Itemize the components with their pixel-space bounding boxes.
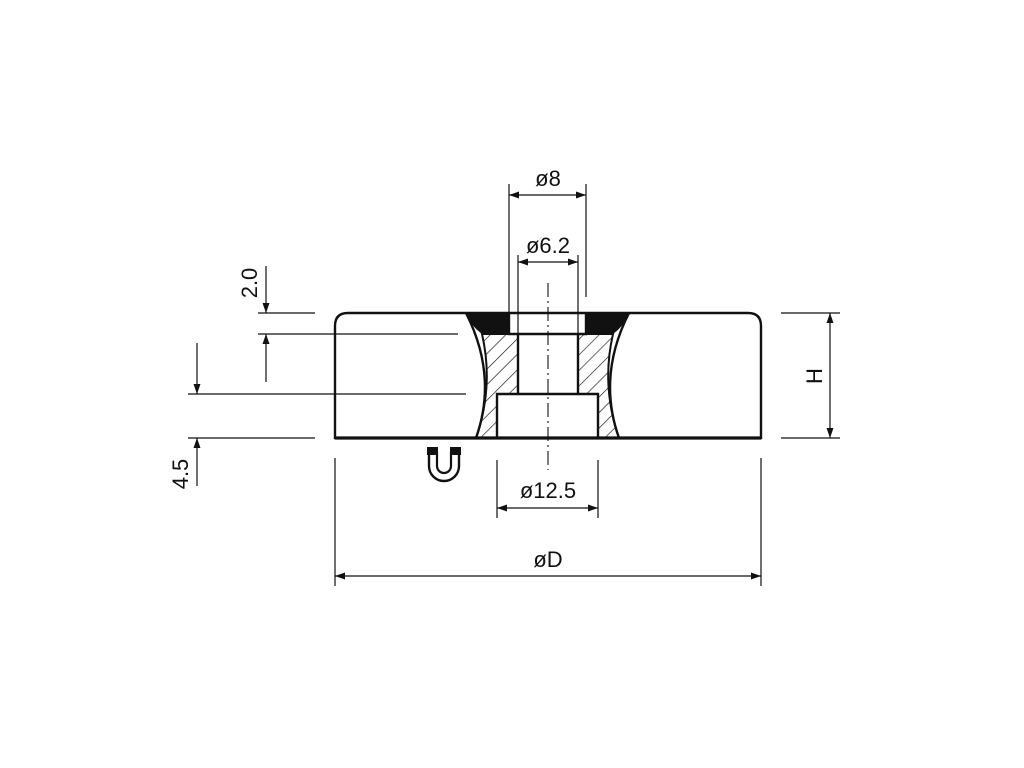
dim-outer-diameter-label: øD <box>533 547 562 572</box>
dim-top-bore: ø8 <box>508 166 587 313</box>
dim-counterbore: ø12.5 <box>496 460 599 518</box>
right-seal <box>586 313 629 334</box>
right-magnet-curve <box>608 312 631 439</box>
magnet-icon <box>427 447 461 483</box>
counterbore <box>495 392 600 438</box>
left-magnet-curve <box>464 312 487 439</box>
dim-top-depth: 2.0 <box>237 266 458 382</box>
dim-counterbore-label: ø12.5 <box>520 478 576 503</box>
dim-height-label: H <box>802 368 827 384</box>
dim-bottom-depth-label: 4.5 <box>168 459 193 490</box>
dim-top-bore-label: ø8 <box>535 166 561 191</box>
dim-through-hole: ø6.2 <box>517 233 579 334</box>
left-seal <box>466 313 509 334</box>
dim-bottom-depth: 4.5 <box>168 343 466 489</box>
dim-through-hole-label: ø6.2 <box>526 233 570 258</box>
magnet-body <box>333 283 763 470</box>
dim-height: H <box>781 312 840 439</box>
dim-outer-diameter: øD <box>334 458 762 586</box>
dim-top-depth-label: 2.0 <box>237 268 262 299</box>
body-outline <box>333 311 763 440</box>
